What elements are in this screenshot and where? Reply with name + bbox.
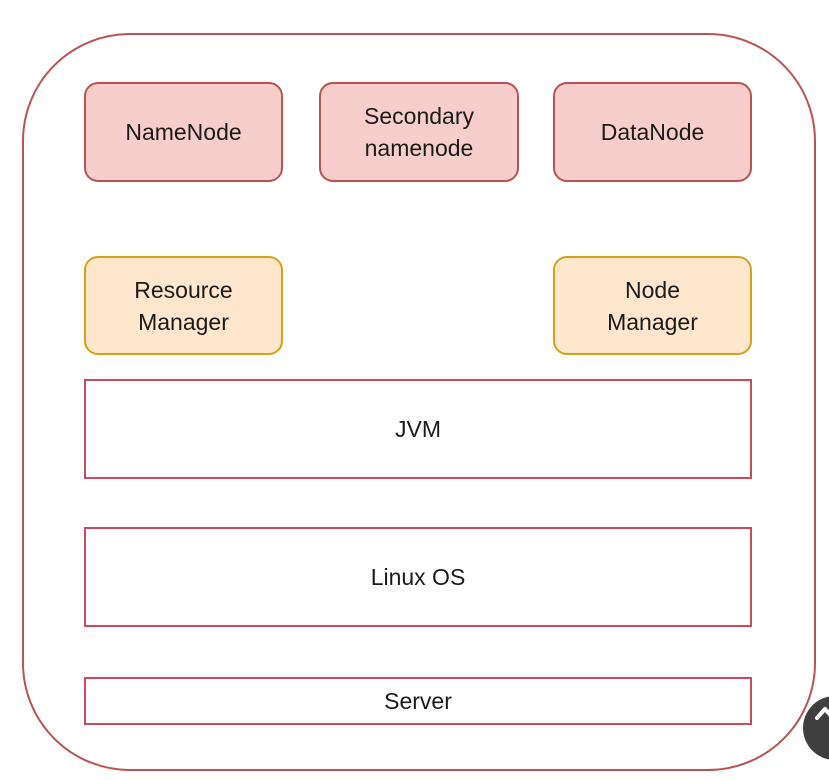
- node-manager-box: Node Manager: [553, 256, 752, 355]
- namenode-label: NameNode: [125, 119, 242, 145]
- datanode-label: DataNode: [600, 119, 705, 145]
- resource-manager-box: Resource Manager: [84, 256, 283, 355]
- server-label: Server: [384, 688, 452, 714]
- resource-manager-label: Resource Manager: [134, 276, 233, 335]
- node-manager-label: Node Manager: [607, 276, 698, 335]
- linux-os-label: Linux OS: [370, 564, 466, 590]
- namenode-box: NameNode: [84, 82, 283, 182]
- datanode-box: DataNode: [553, 82, 752, 182]
- chevron-up-icon: [815, 707, 829, 720]
- jvm-label: JVM: [395, 416, 441, 442]
- linux-os-layer: Linux OS: [84, 527, 752, 627]
- jvm-layer: JVM: [84, 379, 752, 479]
- secondary-namenode-box: Secondary namenode: [319, 82, 519, 182]
- secondary-namenode-label: Secondary namenode: [364, 103, 474, 161]
- server-layer: Server: [84, 677, 752, 725]
